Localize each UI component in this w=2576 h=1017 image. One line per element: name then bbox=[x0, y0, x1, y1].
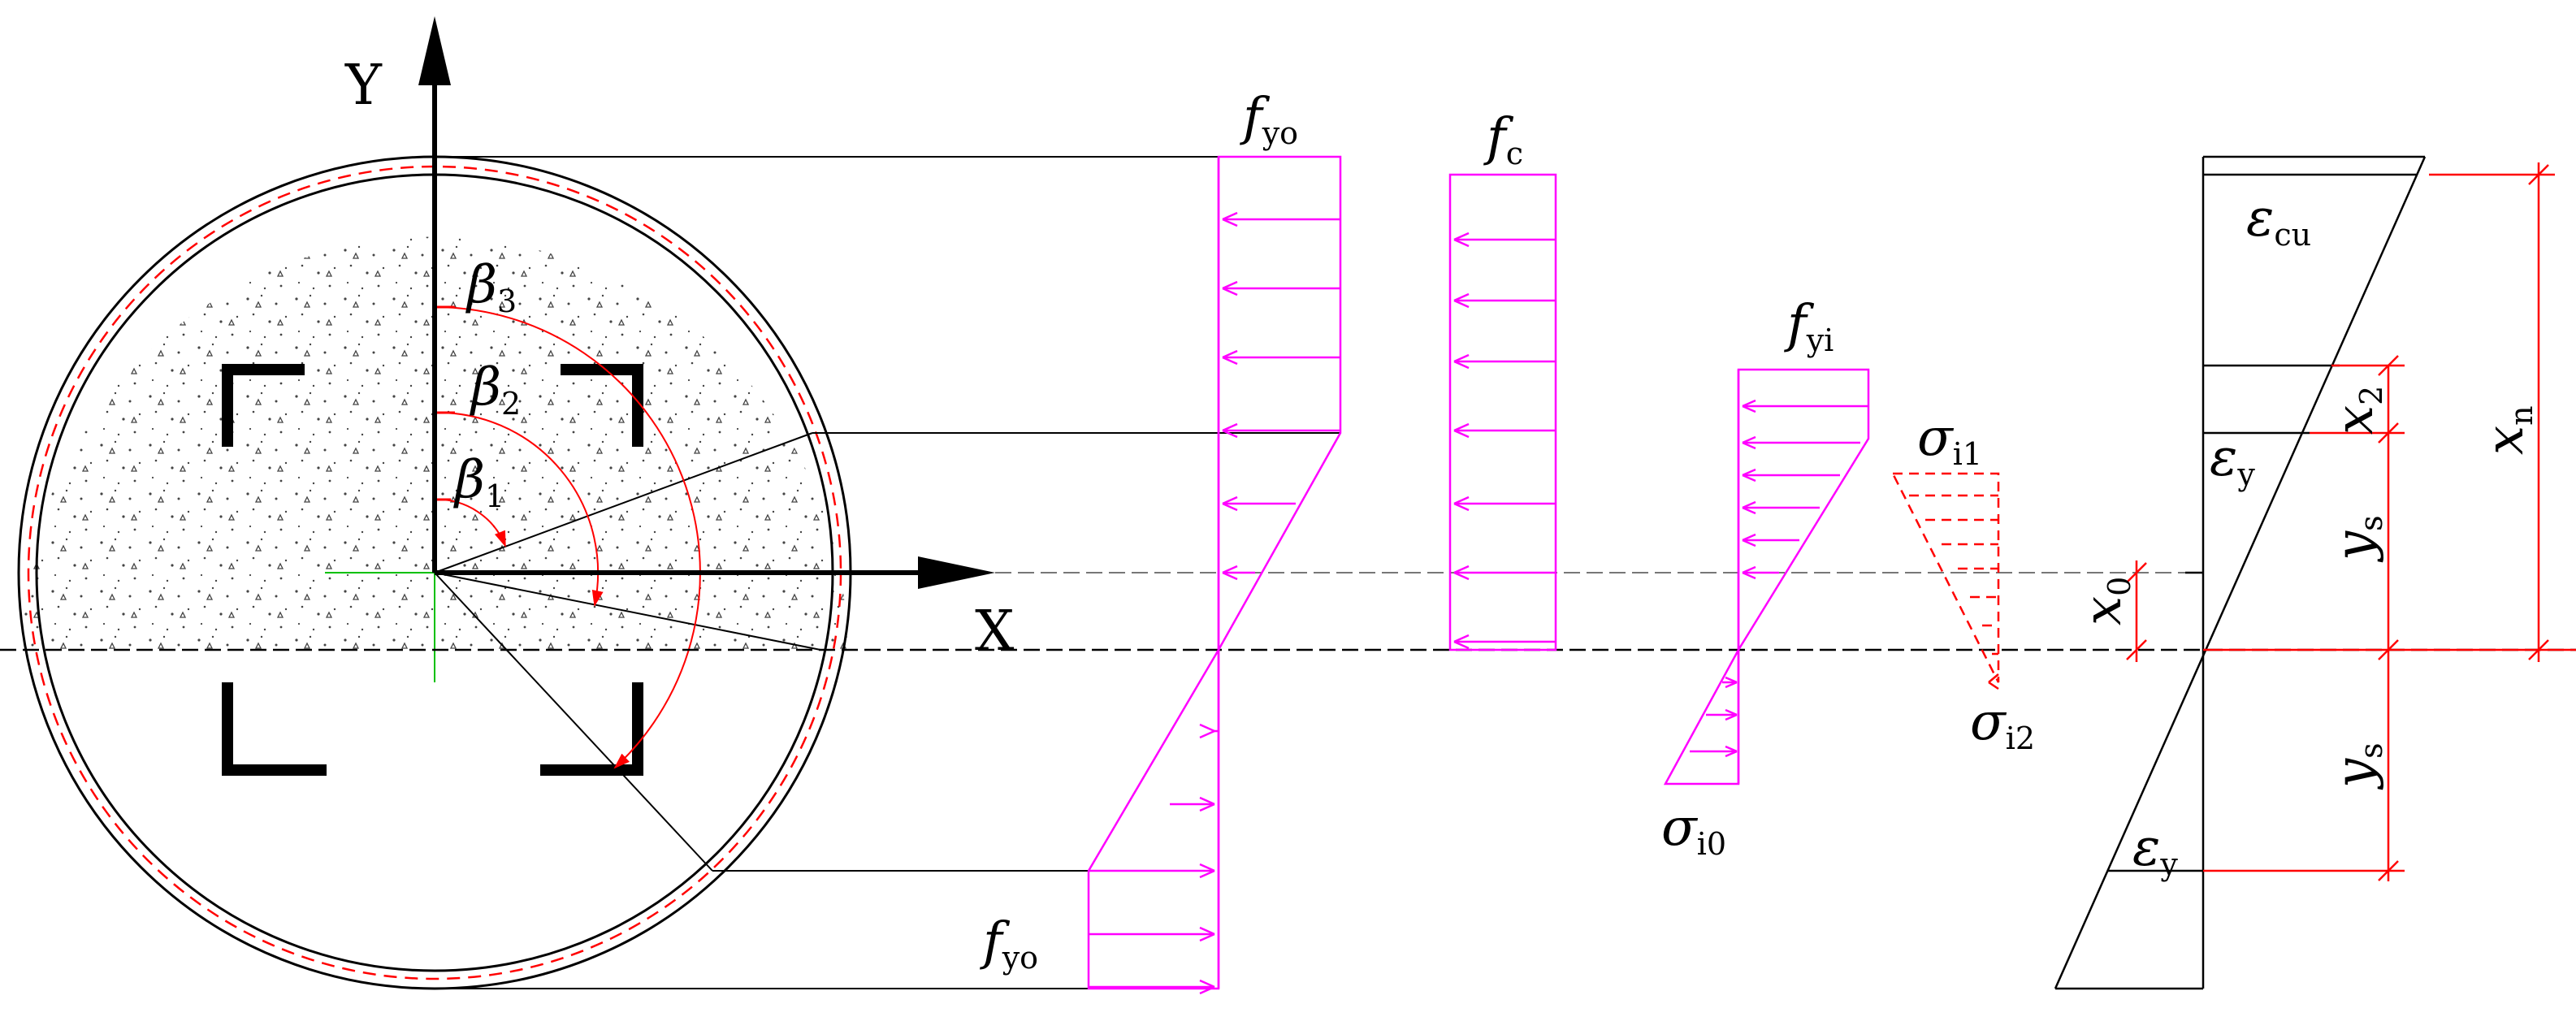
y-axis-label: Y bbox=[344, 54, 383, 118]
radius-line-beta2 bbox=[434, 572, 821, 651]
fyo-bottom-label: fyo bbox=[980, 911, 1038, 976]
compression-arrows-fyi bbox=[1742, 399, 1868, 580]
fyi-label: fyi bbox=[1784, 294, 1834, 358]
tension-arrows-fyi bbox=[1690, 676, 1738, 758]
x-axis-label: X bbox=[975, 599, 1015, 664]
beta1-label: β1 bbox=[453, 450, 504, 514]
radius-line-beta1 bbox=[434, 432, 813, 573]
projection-lines bbox=[435, 156, 1340, 989]
angle-arc-beta2 bbox=[434, 411, 604, 607]
x-axis-arrowhead bbox=[918, 556, 995, 589]
beta2-label: β2 bbox=[470, 357, 521, 422]
ys-upper-label: ys bbox=[2325, 515, 2389, 563]
fc-label: fc bbox=[1483, 107, 1523, 171]
x2-label: x2 bbox=[2325, 386, 2389, 435]
beta3-label: β3 bbox=[465, 255, 517, 319]
xn-label: xn bbox=[2475, 405, 2539, 455]
compression-arrows-fyo bbox=[1222, 211, 1340, 581]
y-axis-arrowhead bbox=[418, 16, 451, 85]
compression-arrows-fc bbox=[1453, 232, 1556, 650]
tension-arrows-fyo bbox=[1089, 723, 1219, 995]
fyo-top-label: fyo bbox=[1240, 87, 1298, 151]
concrete-stress-block bbox=[1448, 173, 1557, 651]
angle-steel-bottom-right bbox=[540, 682, 643, 776]
angle-arc-beta3 bbox=[434, 306, 701, 769]
radius-line-beta3 bbox=[434, 572, 713, 872]
sigma-i0-label: σi0 bbox=[1661, 798, 1726, 862]
sigma-i2-arrow bbox=[1988, 673, 1999, 690]
outer-steel-stress-block bbox=[1087, 155, 1342, 995]
angle-steel-top-right bbox=[561, 364, 643, 447]
strain-profile-line bbox=[2054, 156, 2427, 989]
angle-steel-bottom-left bbox=[222, 682, 327, 776]
sigma-i1-label: σi1 bbox=[1917, 408, 1982, 472]
sigma-i2-label: σi2 bbox=[1970, 692, 2035, 756]
angle-steel-top-left bbox=[222, 364, 305, 447]
angle-steel-stress-triangle bbox=[1890, 472, 2000, 683]
ey-lower-label: εy bbox=[2132, 818, 2178, 882]
inner-steel-stress-block bbox=[1663, 368, 1870, 785]
ecu-label: εcu bbox=[2246, 188, 2311, 253]
strain-diagram bbox=[2054, 155, 2427, 990]
x0-label: x0 bbox=[2073, 577, 2137, 625]
cross-section: Y X β1 β2 β3 bbox=[17, 16, 1015, 990]
ey-upper-label: εy bbox=[2210, 428, 2255, 492]
dimension-lines bbox=[2126, 162, 2576, 881]
ys-lower-label: ys bbox=[2325, 742, 2389, 790]
